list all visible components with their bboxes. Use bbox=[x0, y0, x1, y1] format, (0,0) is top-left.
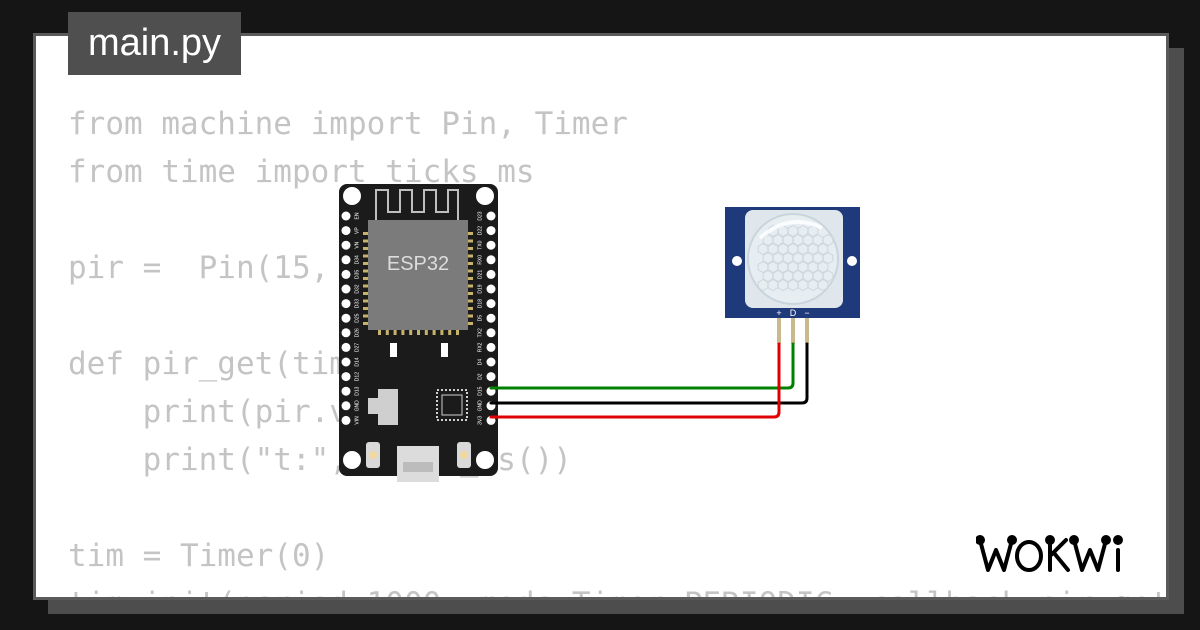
pin-tx2[interactable] bbox=[486, 328, 496, 338]
pin-d23[interactable] bbox=[486, 211, 496, 221]
pin-label: D34 bbox=[354, 255, 360, 264]
pin-label: D5 bbox=[477, 315, 483, 322]
pin-d35[interactable] bbox=[341, 269, 351, 279]
pin-label: D26 bbox=[354, 328, 360, 337]
pin-label-vcc: + bbox=[776, 308, 781, 318]
mount-hole bbox=[476, 187, 494, 205]
file-tab[interactable]: main.py bbox=[68, 12, 241, 75]
pin-label: RX2 bbox=[477, 342, 483, 352]
pin-label: D2 bbox=[477, 373, 483, 380]
pin-label: VP bbox=[354, 227, 360, 234]
pin-d25[interactable] bbox=[341, 313, 351, 323]
pin-d32[interactable] bbox=[341, 284, 351, 294]
pin-label: D27 bbox=[354, 343, 360, 352]
wire-power[interactable] bbox=[489, 342, 781, 419]
pin-d33[interactable] bbox=[341, 299, 351, 309]
pin-label: D12 bbox=[354, 372, 360, 381]
mount-hole bbox=[343, 187, 361, 205]
pin-d18[interactable] bbox=[486, 299, 496, 309]
code-line: from time import ticks_ms bbox=[68, 154, 535, 190]
pin-label: TX2 bbox=[477, 328, 483, 337]
pin-label: D22 bbox=[477, 226, 483, 235]
pin-label: D13 bbox=[354, 386, 360, 395]
pin-d22[interactable] bbox=[486, 226, 496, 236]
pin-label: VN bbox=[354, 241, 360, 248]
mount-hole bbox=[732, 256, 742, 266]
pin-vn[interactable] bbox=[341, 240, 351, 250]
pin-label: GND bbox=[477, 400, 483, 412]
pin-d27[interactable] bbox=[341, 342, 351, 352]
voltage-regulator bbox=[378, 389, 398, 425]
board-label: ESP32 bbox=[387, 253, 449, 275]
code-card: from machine import Pin, Timer from time … bbox=[33, 33, 1169, 600]
pin-label: D35 bbox=[354, 270, 360, 279]
pin-label-data: D bbox=[790, 308, 797, 318]
pin-label-gnd: − bbox=[804, 308, 809, 318]
code-line: tim.init(period=1000, mode=Timer.PERIODI… bbox=[68, 580, 1166, 597]
pin-label: D21 bbox=[477, 270, 483, 279]
sensor-pin bbox=[805, 318, 809, 344]
sensor-pin bbox=[777, 318, 781, 344]
pin-gnd[interactable] bbox=[341, 401, 351, 411]
pin-label: 3V3 bbox=[477, 416, 483, 425]
code-line: from machine import Pin, Timer bbox=[68, 106, 628, 142]
pin-d19[interactable] bbox=[486, 284, 496, 294]
esp32-board[interactable]: ESP32 ENVPVND34D35D32D33D25D26D27D14D12D… bbox=[339, 184, 498, 482]
pin-d26[interactable] bbox=[341, 328, 351, 338]
pin-d21[interactable] bbox=[486, 269, 496, 279]
pin-d4[interactable] bbox=[486, 357, 496, 367]
pin-rx2[interactable] bbox=[486, 342, 496, 352]
pin-vin[interactable] bbox=[341, 415, 351, 425]
pir-sensor[interactable]: + D − bbox=[725, 207, 860, 344]
pin-vp[interactable] bbox=[341, 226, 351, 236]
pin-label: D15 bbox=[477, 386, 483, 395]
pin-label: D32 bbox=[354, 284, 360, 293]
pin-en[interactable] bbox=[341, 211, 351, 221]
wire-ground[interactable] bbox=[489, 342, 809, 405]
pin-tx0[interactable] bbox=[486, 240, 496, 250]
pin-label: EN bbox=[354, 212, 360, 219]
pin-label: GND bbox=[354, 400, 360, 412]
pin-label: D19 bbox=[477, 284, 483, 293]
code-line: tim = Timer(0) bbox=[68, 538, 330, 574]
pin-label: D18 bbox=[477, 299, 483, 308]
pin-label: VIN bbox=[354, 416, 360, 425]
pin-label: D25 bbox=[354, 313, 360, 322]
sensor-pin bbox=[791, 318, 795, 344]
pin-label: D33 bbox=[354, 299, 360, 308]
pin-label: D23 bbox=[477, 211, 483, 220]
pin-label: RX0 bbox=[477, 255, 483, 265]
smd-component bbox=[441, 343, 448, 357]
pin-rx0[interactable] bbox=[486, 255, 496, 265]
mount-hole bbox=[343, 451, 361, 469]
pin-d12[interactable] bbox=[341, 372, 351, 382]
pin-label: D4 bbox=[477, 359, 483, 366]
pin-d13[interactable] bbox=[341, 386, 351, 396]
pin-label: TX0 bbox=[477, 240, 483, 249]
esp32-module bbox=[368, 220, 468, 330]
mount-hole bbox=[847, 256, 857, 266]
usb-chip bbox=[436, 389, 468, 421]
pin-d5[interactable] bbox=[486, 313, 496, 323]
antenna-trace bbox=[375, 189, 459, 220]
wire-signal[interactable] bbox=[489, 342, 795, 390]
mount-hole bbox=[476, 451, 494, 469]
wokwi-logo bbox=[976, 535, 1123, 572]
pin-d14[interactable] bbox=[341, 357, 351, 367]
pin-d34[interactable] bbox=[341, 255, 351, 265]
smd-component bbox=[390, 343, 397, 357]
pin-label: D14 bbox=[354, 357, 360, 366]
pin-d2[interactable] bbox=[486, 372, 496, 382]
